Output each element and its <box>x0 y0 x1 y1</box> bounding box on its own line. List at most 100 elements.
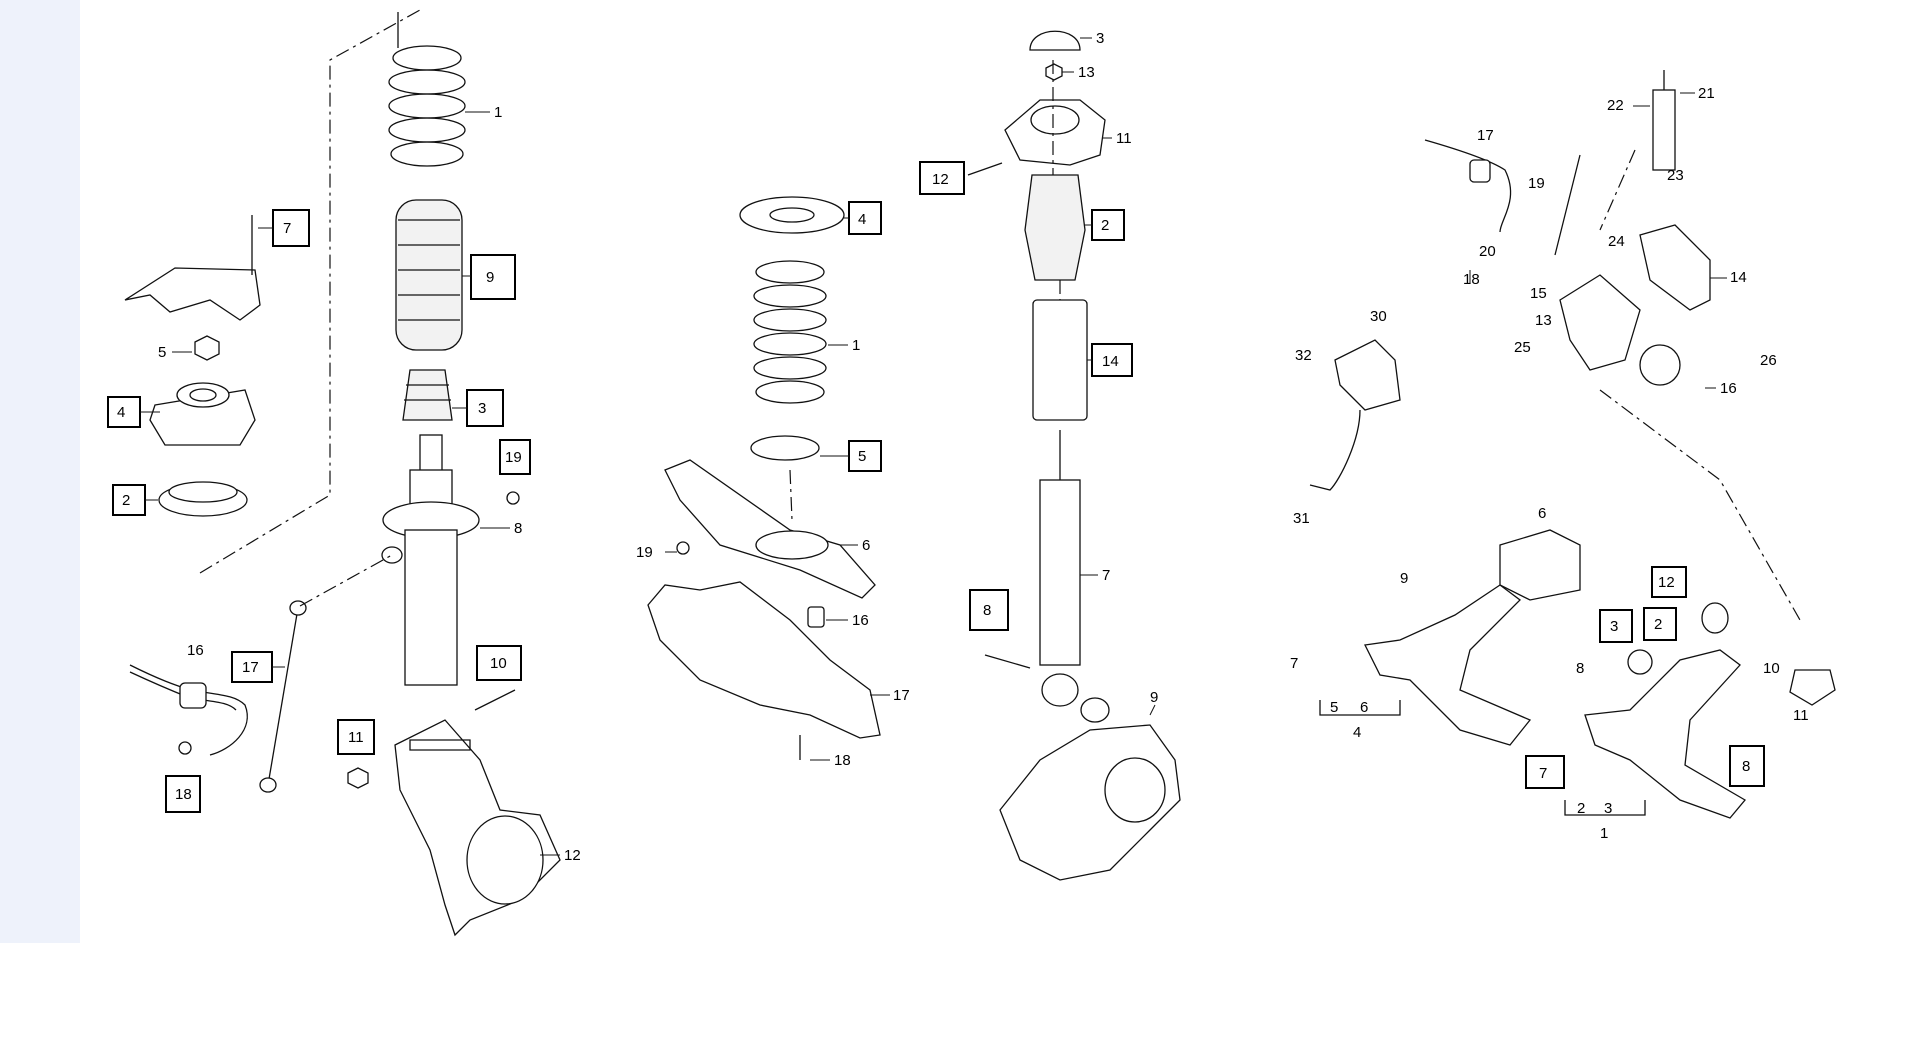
knuckle-13 <box>1559 274 1641 371</box>
boxed-part-label: 12 <box>932 171 949 188</box>
underbody-guard <box>647 581 881 739</box>
link-19 <box>1554 154 1581 256</box>
steering-knuckle <box>394 719 561 937</box>
part-label: 7 <box>1290 655 1298 672</box>
dust-cap <box>1029 30 1081 51</box>
part-label: 17 <box>1477 127 1494 144</box>
part-label: 9 <box>1150 689 1158 706</box>
part-label: 2 <box>1577 800 1585 817</box>
trailing-arm <box>664 459 876 599</box>
nut-18 <box>178 741 192 755</box>
part-label: 26 <box>1760 352 1777 369</box>
part-label: 16 <box>852 612 869 629</box>
boxed-part-label: 4 <box>858 211 866 228</box>
front-stabilizer <box>1424 139 1512 233</box>
boxed-part-label: 8 <box>983 602 991 619</box>
rear-bump-stop <box>1024 174 1086 281</box>
part-label: 14 <box>1730 269 1747 286</box>
boxed-part-label: 8 <box>1742 758 1750 775</box>
bump-stop <box>402 369 453 421</box>
side-panel <box>0 0 80 943</box>
part-label: 1 <box>1600 825 1608 842</box>
nut-11 <box>347 767 369 789</box>
part-label: 6 <box>1538 505 1546 522</box>
protective-sleeve <box>1032 299 1088 421</box>
ball-joint <box>1789 669 1836 706</box>
heat-shield <box>124 267 261 321</box>
part-label: 17 <box>893 687 910 704</box>
part-label: 1 <box>852 337 860 354</box>
boxed-part-label: 3 <box>1610 618 1618 635</box>
part-label: 13 <box>1078 64 1095 81</box>
boxed-part-label: 2 <box>122 492 130 509</box>
strut-mount <box>149 382 256 446</box>
boxed-part-label: 9 <box>486 269 494 286</box>
boxed-part-label: 14 <box>1102 353 1119 370</box>
part-label: 16 <box>1720 380 1737 397</box>
part-label: 23 <box>1667 167 1684 184</box>
rear-coil-spring <box>753 260 827 404</box>
rear-shock-body <box>1039 479 1081 666</box>
part-label: 1 <box>494 104 502 121</box>
boxed-part-label: 4 <box>117 404 125 421</box>
part-label: 6 <box>862 537 870 554</box>
part-label: 24 <box>1608 233 1625 250</box>
part-label: 18 <box>1463 271 1480 288</box>
boxed-part-label: 19 <box>505 449 522 466</box>
part-label: 13 <box>1535 312 1552 329</box>
bushing-6 <box>1499 529 1581 601</box>
stabilizer-bar <box>129 664 248 756</box>
part-label: 30 <box>1370 308 1387 325</box>
part-label: 7 <box>1102 567 1110 584</box>
parts-diagram: 1 8 5 12 16 7 9 4 3 19 2 17 10 11 18 <box>107 9 1836 937</box>
boxed-part-label: 5 <box>858 448 866 465</box>
part-label: 6 <box>1360 699 1368 716</box>
part-label: 19 <box>1528 175 1545 192</box>
part-label: 19 <box>636 544 653 561</box>
spring-seat-bottom <box>750 435 820 461</box>
washer-19 <box>506 491 520 505</box>
bolt-12 <box>967 162 1003 176</box>
boxed-part-label: 7 <box>1539 765 1547 782</box>
nut-13 <box>1045 63 1063 81</box>
part-label: 18 <box>834 752 851 769</box>
boxed-part-label: 18 <box>175 786 192 803</box>
part-label: 20 <box>1479 243 1496 260</box>
part-label: 10 <box>1763 660 1780 677</box>
dust-boot <box>395 199 463 351</box>
wishbone-right <box>1584 649 1746 819</box>
part-label: 32 <box>1295 347 1312 364</box>
bolt-19 <box>676 541 690 555</box>
front-strut-small <box>1652 89 1676 171</box>
part-label: 5 <box>1330 699 1338 716</box>
boxed-part-label: 2 <box>1654 616 1662 633</box>
boxed-part-label: 10 <box>490 655 507 672</box>
boxed-part-label: 3 <box>478 400 486 417</box>
bolt-10 <box>474 689 516 711</box>
part-label: 25 <box>1514 339 1531 356</box>
part-label: 31 <box>1293 510 1310 527</box>
part-label: 8 <box>514 520 522 537</box>
part-label: 3 <box>1096 30 1104 47</box>
diagram-front-axle: 17 22 21 19 23 20 18 24 14 15 13 25 26 1… <box>1290 70 1836 842</box>
part-label: 21 <box>1698 85 1715 102</box>
nut <box>194 335 220 361</box>
shock-absorber <box>381 434 480 686</box>
part-label: 11 <box>1116 130 1132 147</box>
stabilizer-link <box>267 607 299 786</box>
boxed-part-label: 11 <box>348 729 364 746</box>
knuckle-14 <box>1639 224 1711 311</box>
part-label: 12 <box>564 847 581 864</box>
part-label: 22 <box>1607 97 1624 114</box>
bearing <box>158 481 248 517</box>
part-label: 11 <box>1793 707 1809 724</box>
diagram-rear-shock: 3 13 11 7 9 12 2 14 8 <box>919 30 1181 881</box>
bolt-8 <box>984 654 1031 669</box>
part-label: 16 <box>187 642 204 659</box>
diagram-front-strut: 1 8 5 12 16 7 9 4 3 19 2 17 10 11 18 <box>107 9 581 937</box>
boxed-part-label: 2 <box>1101 217 1109 234</box>
diagram-rear-spring: 1 6 19 16 17 18 4 5 <box>636 196 910 769</box>
hub-26 <box>1639 344 1681 386</box>
part-label: 5 <box>158 344 166 361</box>
part-label: 4 <box>1353 724 1361 741</box>
